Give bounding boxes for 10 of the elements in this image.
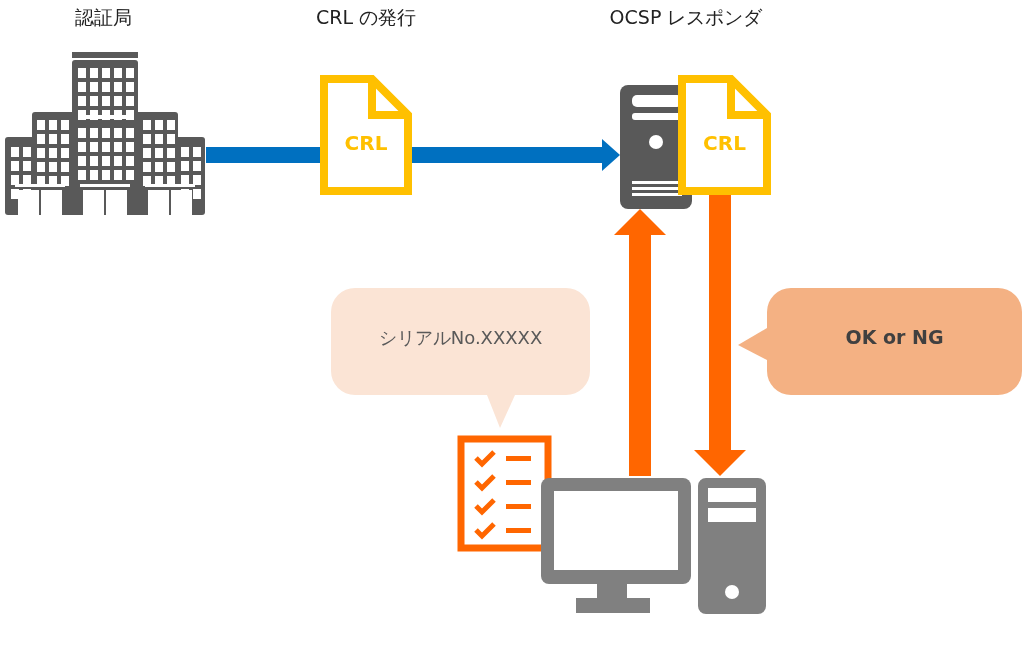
bubble-text: OK or NG: [844, 326, 945, 348]
document-label: CRL: [343, 131, 389, 155]
arrow: [412, 139, 620, 171]
bubble-text: シリアルNo.XXXXX: [377, 326, 544, 350]
arrow: [614, 209, 666, 476]
document-label: CRL: [702, 131, 747, 155]
arrow: [694, 195, 746, 476]
node-label: CRL の発行: [314, 5, 418, 30]
node-heading: 認証局: [73, 5, 133, 30]
heading-label: OCSP レスポンダ: [608, 5, 764, 30]
